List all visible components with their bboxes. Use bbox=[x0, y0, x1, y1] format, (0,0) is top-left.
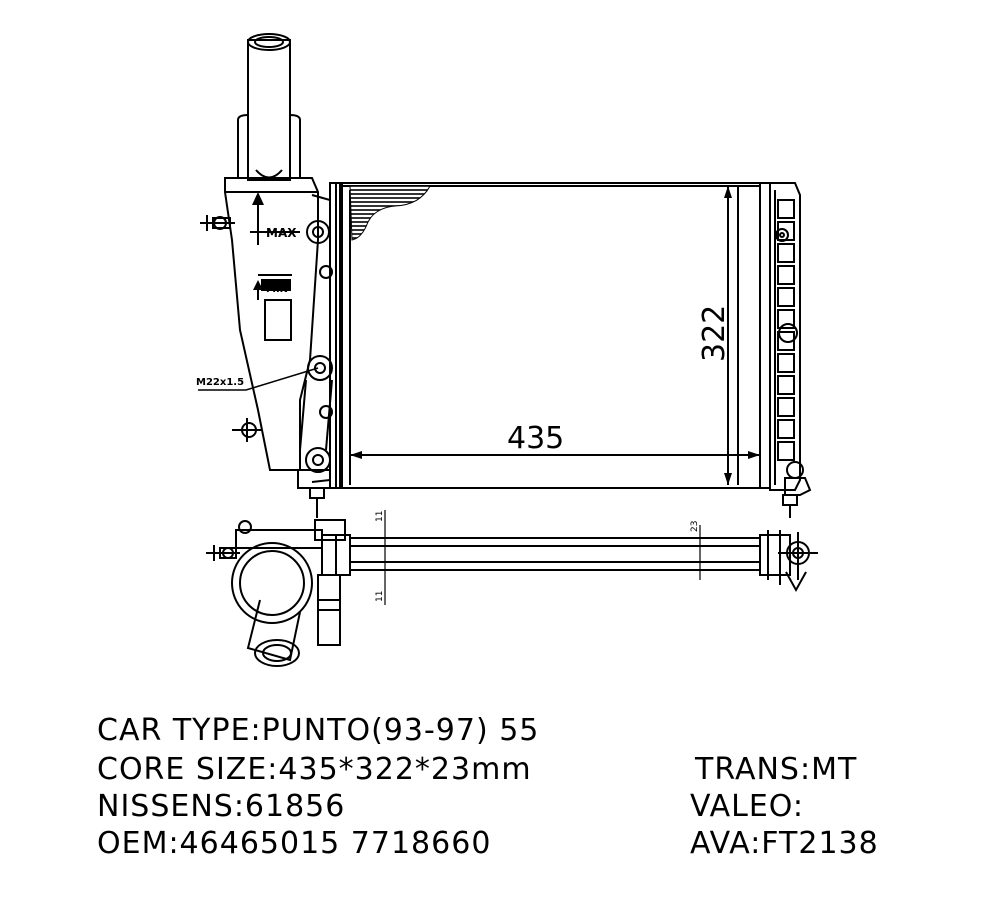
car-type: CAR TYPE:PUNTO(93-97) 55 bbox=[97, 713, 540, 748]
oem: OEM:46465015 7718660 bbox=[97, 826, 492, 861]
nissens: NISSENS:61856 bbox=[97, 789, 346, 824]
right-tank-lug bbox=[782, 494, 798, 518]
dim-small-bottom: 11 bbox=[375, 591, 385, 602]
height-value: 322 bbox=[697, 305, 732, 362]
thread-callout: M22x1.5 bbox=[196, 367, 319, 391]
core-size: CORE SIZE:435*322*23mm bbox=[97, 752, 532, 787]
max-marker: MAX bbox=[250, 192, 300, 245]
expansion-tank bbox=[200, 33, 331, 518]
min-marker: MIN bbox=[253, 280, 288, 300]
min-label: MIN bbox=[266, 284, 288, 295]
ava: AVA:FT2138 bbox=[690, 826, 879, 861]
side-view bbox=[206, 519, 818, 667]
max-label: MAX bbox=[266, 226, 297, 240]
dim-side: 23 bbox=[690, 521, 700, 532]
right-tank bbox=[759, 182, 812, 496]
tank-connectors bbox=[299, 194, 333, 483]
valeo: VALEO: bbox=[690, 789, 804, 824]
trans: TRANS:MT bbox=[695, 752, 858, 787]
height-dimension: 322 bbox=[697, 186, 732, 485]
width-dimension: 435 bbox=[350, 421, 760, 459]
dim-small-top: 11 bbox=[375, 511, 385, 522]
side-view-dimensions: 11 11 23 bbox=[375, 510, 701, 605]
fin-hatch bbox=[349, 185, 431, 241]
width-value: 435 bbox=[507, 421, 564, 456]
radiator-drawing: MAX MIN M22x1.5 435 322 bbox=[196, 33, 818, 667]
thread-label: M22x1.5 bbox=[196, 377, 244, 388]
